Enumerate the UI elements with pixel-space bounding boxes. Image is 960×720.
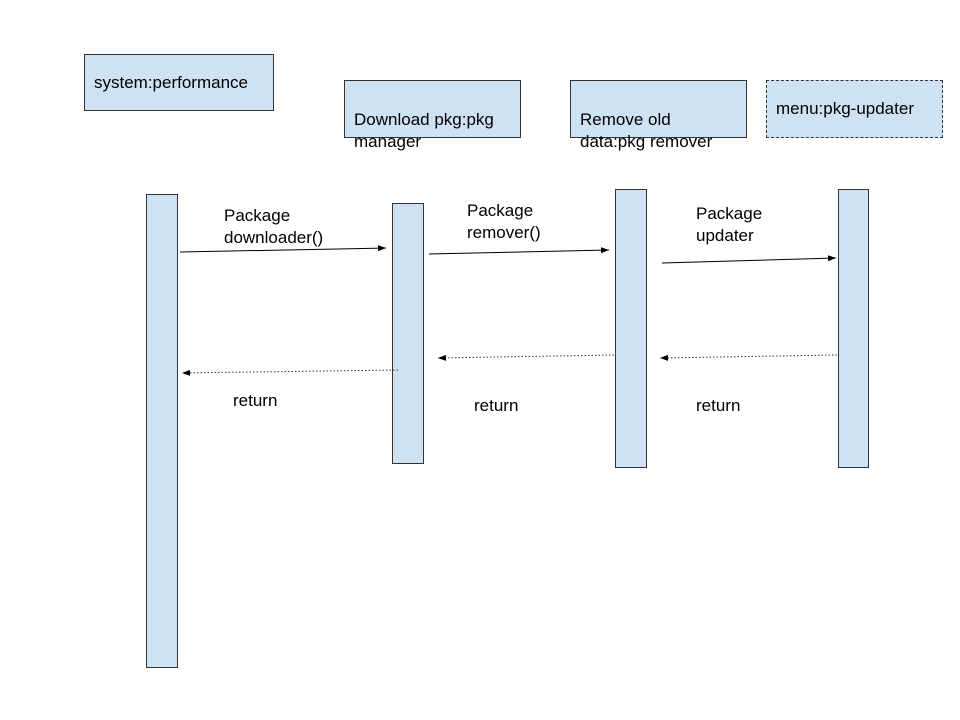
participant-remove-old-data: Remove old data:pkg remover [570, 80, 747, 151]
participant-system-performance: system:performance [84, 54, 274, 111]
message-label-remover: Package remover() [467, 201, 541, 242]
activation-bar-download [392, 203, 424, 464]
message-label-updater: Package updater [696, 204, 763, 245]
activation-bar-system [146, 194, 178, 668]
participant-label: menu:pkg-updater [776, 99, 914, 118]
return-arrow-to-remove [659, 354, 838, 361]
message-arrow-downloader [179, 245, 387, 253]
participant-label: Remove old data:pkg remover [580, 110, 713, 151]
activation-bar-remove [615, 189, 647, 468]
return-label-1: return [233, 391, 278, 410]
participant-menu-pkg-updater: menu:pkg-updater [766, 80, 943, 138]
return-label-2: return [474, 396, 519, 415]
participant-label: Download pkg:pkg manager [354, 110, 494, 151]
message-arrow-updater [661, 255, 837, 264]
participant-download-pkg-manager: Download pkg:pkg manager [344, 80, 521, 151]
return-label-3: return [696, 396, 741, 415]
return-arrow-to-download [437, 354, 615, 361]
message-label-downloader: Package downloader() [224, 206, 324, 247]
return-arrow-to-system [181, 369, 399, 376]
participant-label: system:performance [94, 72, 248, 92]
activation-bar-updater [838, 189, 869, 468]
message-arrow-remover [428, 247, 610, 255]
